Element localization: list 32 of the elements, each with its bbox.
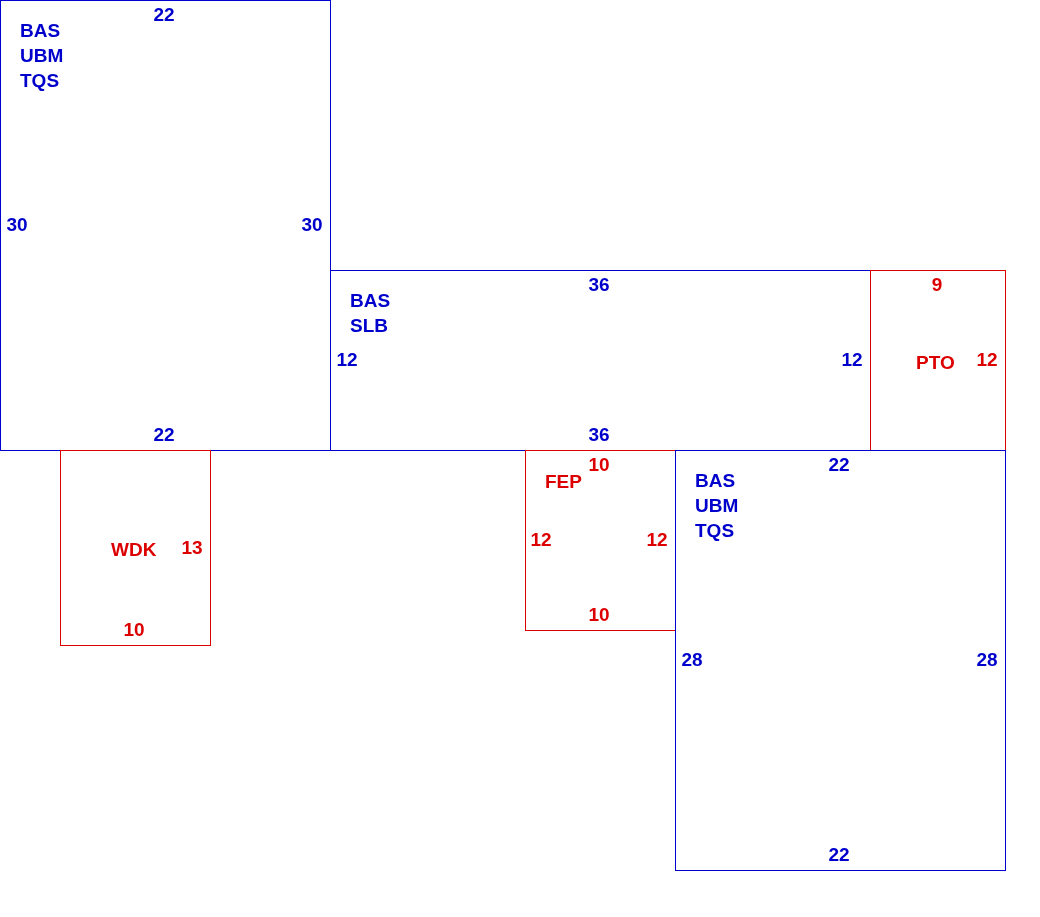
dimension-label: 12: [530, 529, 552, 551]
room-outline: [525, 450, 676, 631]
dimension-label: 12: [841, 349, 863, 371]
room-label: WDK: [111, 538, 158, 562]
dimension-label: 13: [181, 537, 203, 559]
dimension-label: 28: [976, 649, 998, 671]
dimension-label: 12: [336, 349, 358, 371]
dimension-label: 22: [828, 454, 850, 476]
dimension-label: 22: [828, 844, 850, 866]
room-label: FEP: [545, 470, 583, 494]
dimension-label: 22: [153, 4, 175, 26]
room-label: BAS UBM TQS: [20, 19, 65, 93]
room-outline: [870, 270, 1006, 451]
room-label: BAS UBM TQS: [695, 469, 740, 543]
room-outline: [60, 450, 211, 646]
room-label: PTO: [916, 351, 956, 375]
room-outline: [330, 270, 871, 451]
room-label: BAS SLB: [350, 289, 392, 338]
room-outline: [675, 450, 1006, 871]
dimension-label: 36: [588, 274, 610, 296]
dimension-label: 30: [301, 214, 323, 236]
room-outline: [0, 0, 331, 451]
dimension-label: 10: [123, 619, 145, 641]
dimension-label: 28: [681, 649, 703, 671]
dimension-label: 30: [6, 214, 28, 236]
dimension-label: 10: [588, 604, 610, 626]
dimension-label: 10: [588, 454, 610, 476]
dimension-label: 12: [976, 349, 998, 371]
dimension-label: 36: [588, 424, 610, 446]
dimension-label: 12: [646, 529, 668, 551]
dimension-label: 9: [931, 274, 943, 296]
dimension-label: 22: [153, 424, 175, 446]
